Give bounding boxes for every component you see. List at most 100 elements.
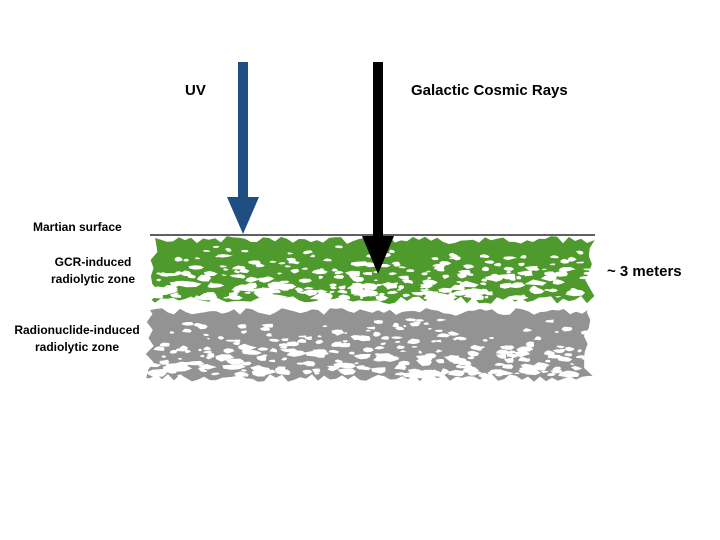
pore-hole [181,270,192,277]
pore-hole [329,283,337,287]
pore-hole [575,355,587,359]
pore-hole [436,333,451,338]
pore-hole [234,371,249,377]
pore-hole [580,330,590,335]
pore-hole [414,319,425,322]
pore-hole [579,276,588,280]
pore-hole [481,278,487,282]
pore-hole [533,336,542,341]
pore-hole [534,362,547,369]
pore-hole [406,269,415,272]
pore-hole [241,349,261,355]
pore-hole [409,322,421,327]
pore-hole [202,364,217,370]
pore-hole [398,275,410,280]
pore-hole [169,350,178,354]
pore-hole [489,337,495,340]
pore-hole [352,294,359,296]
pore-hole [183,258,189,262]
pore-hole [552,349,565,353]
pore-hole [484,296,489,299]
pore-hole [278,343,290,347]
pore-hole [577,349,582,353]
pore-hole [532,267,540,271]
pore-hole [552,271,568,277]
pore-hole [558,267,576,273]
pore-hole [462,264,475,269]
pore-hole [360,296,363,300]
pore-hole [373,320,383,324]
pore-hole [333,276,339,279]
pore-hole [570,365,582,371]
pore-hole [174,256,183,262]
pore-hole [494,262,502,267]
pore-hole [241,361,252,366]
pore-hole [194,257,201,260]
pore-hole [269,338,280,342]
pore-hole [421,272,428,276]
pore-hole [298,278,312,283]
pore-hole [252,287,278,295]
pore-hole [156,278,161,282]
pore-hole [487,371,495,376]
pore-hole [402,325,407,328]
pore-hole [278,262,286,265]
pore-hole [376,353,393,359]
pore-hole [334,270,344,275]
pore-hole [373,331,381,337]
pore-hole [419,283,433,288]
pore-hole [330,286,338,290]
pore-hole [426,270,431,273]
pore-hole [514,372,520,375]
pore-hole [393,282,399,286]
pore-hole [457,273,468,279]
pore-hole [329,290,335,294]
pore-hole [342,340,349,343]
pore-hole [269,260,277,263]
pore-hole [411,291,426,296]
pore-hole [384,284,395,290]
pore-hole [419,369,434,376]
pore-hole [374,346,385,350]
pore-hole [506,353,520,358]
pore-hole [550,255,559,259]
pore-hole [223,296,230,299]
pore-hole [309,254,315,258]
pore-hole [425,288,429,291]
pore-hole [363,347,374,353]
pore-hole [170,293,178,297]
pore-hole [542,268,547,271]
pore-hole [241,330,247,334]
pore-hole [411,345,419,348]
pore-hole [398,266,407,269]
pore-hole [203,333,210,337]
pore-hole [375,295,389,302]
pore-hole [434,329,443,332]
pore-hole [318,275,323,280]
pore-hole [203,350,213,354]
pore-hole [365,329,371,332]
pore-hole [554,331,560,333]
pore-hole [212,245,220,248]
radionuclide-zone-layer [141,308,593,382]
pore-hole [193,295,202,299]
pore-hole [495,354,507,359]
pore-hole [338,285,346,290]
pore-hole [181,322,194,326]
pore-hole [422,279,438,285]
gcr-zone-label-line2: radiolytic zone [51,272,135,286]
pore-hole [268,359,276,363]
pore-hole [356,365,366,370]
pore-hole [348,351,355,355]
pore-hole [467,356,475,360]
pore-hole [391,336,403,339]
pore-hole [298,335,307,338]
pore-hole [303,286,314,290]
pore-hole [545,359,551,363]
pore-hole [430,340,436,343]
pore-hole [303,289,318,297]
pore-hole [331,344,336,347]
pore-hole [521,270,533,277]
pore-hole [494,362,507,366]
pore-hole [371,367,386,373]
